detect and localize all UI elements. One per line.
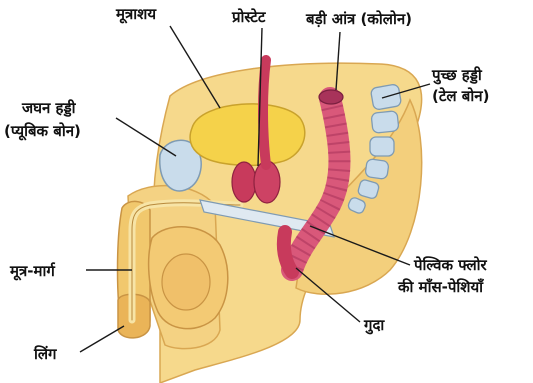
label-penis: लिंग bbox=[33, 345, 57, 363]
label-anus: गुदा bbox=[363, 316, 385, 335]
vertebra bbox=[365, 159, 389, 180]
label-prostate: प्रोस्टेट bbox=[231, 8, 267, 26]
colon-opening bbox=[319, 90, 343, 104]
label-urethra: मूत्र-मार्ग bbox=[9, 262, 56, 281]
prostate-left bbox=[232, 162, 256, 202]
leader-penis bbox=[80, 326, 124, 352]
label-pelvic-line1: पेल्विक फ्लोर bbox=[413, 256, 488, 274]
label-colon: बड़ी आंत्र (कोलोन) bbox=[305, 10, 412, 28]
label-pubic-line2: (प्यूबिक बोन) bbox=[4, 122, 81, 141]
label-pubic-line1: जघन हड्डी bbox=[21, 99, 77, 117]
testis bbox=[162, 254, 210, 310]
label-pelvic-line2: की माँस-पेशियाँ bbox=[397, 278, 485, 296]
prostate-duct bbox=[263, 60, 266, 165]
bladder-shape bbox=[190, 104, 305, 165]
vertebra bbox=[370, 137, 394, 156]
anal-canal bbox=[284, 232, 292, 272]
vertebra bbox=[371, 111, 399, 134]
label-tailbone-line1: पुच्छ हड्डी bbox=[431, 66, 483, 85]
label-bladder: मूत्राशय bbox=[115, 5, 157, 24]
label-tailbone-line2: (टेल बोन) bbox=[432, 87, 489, 105]
